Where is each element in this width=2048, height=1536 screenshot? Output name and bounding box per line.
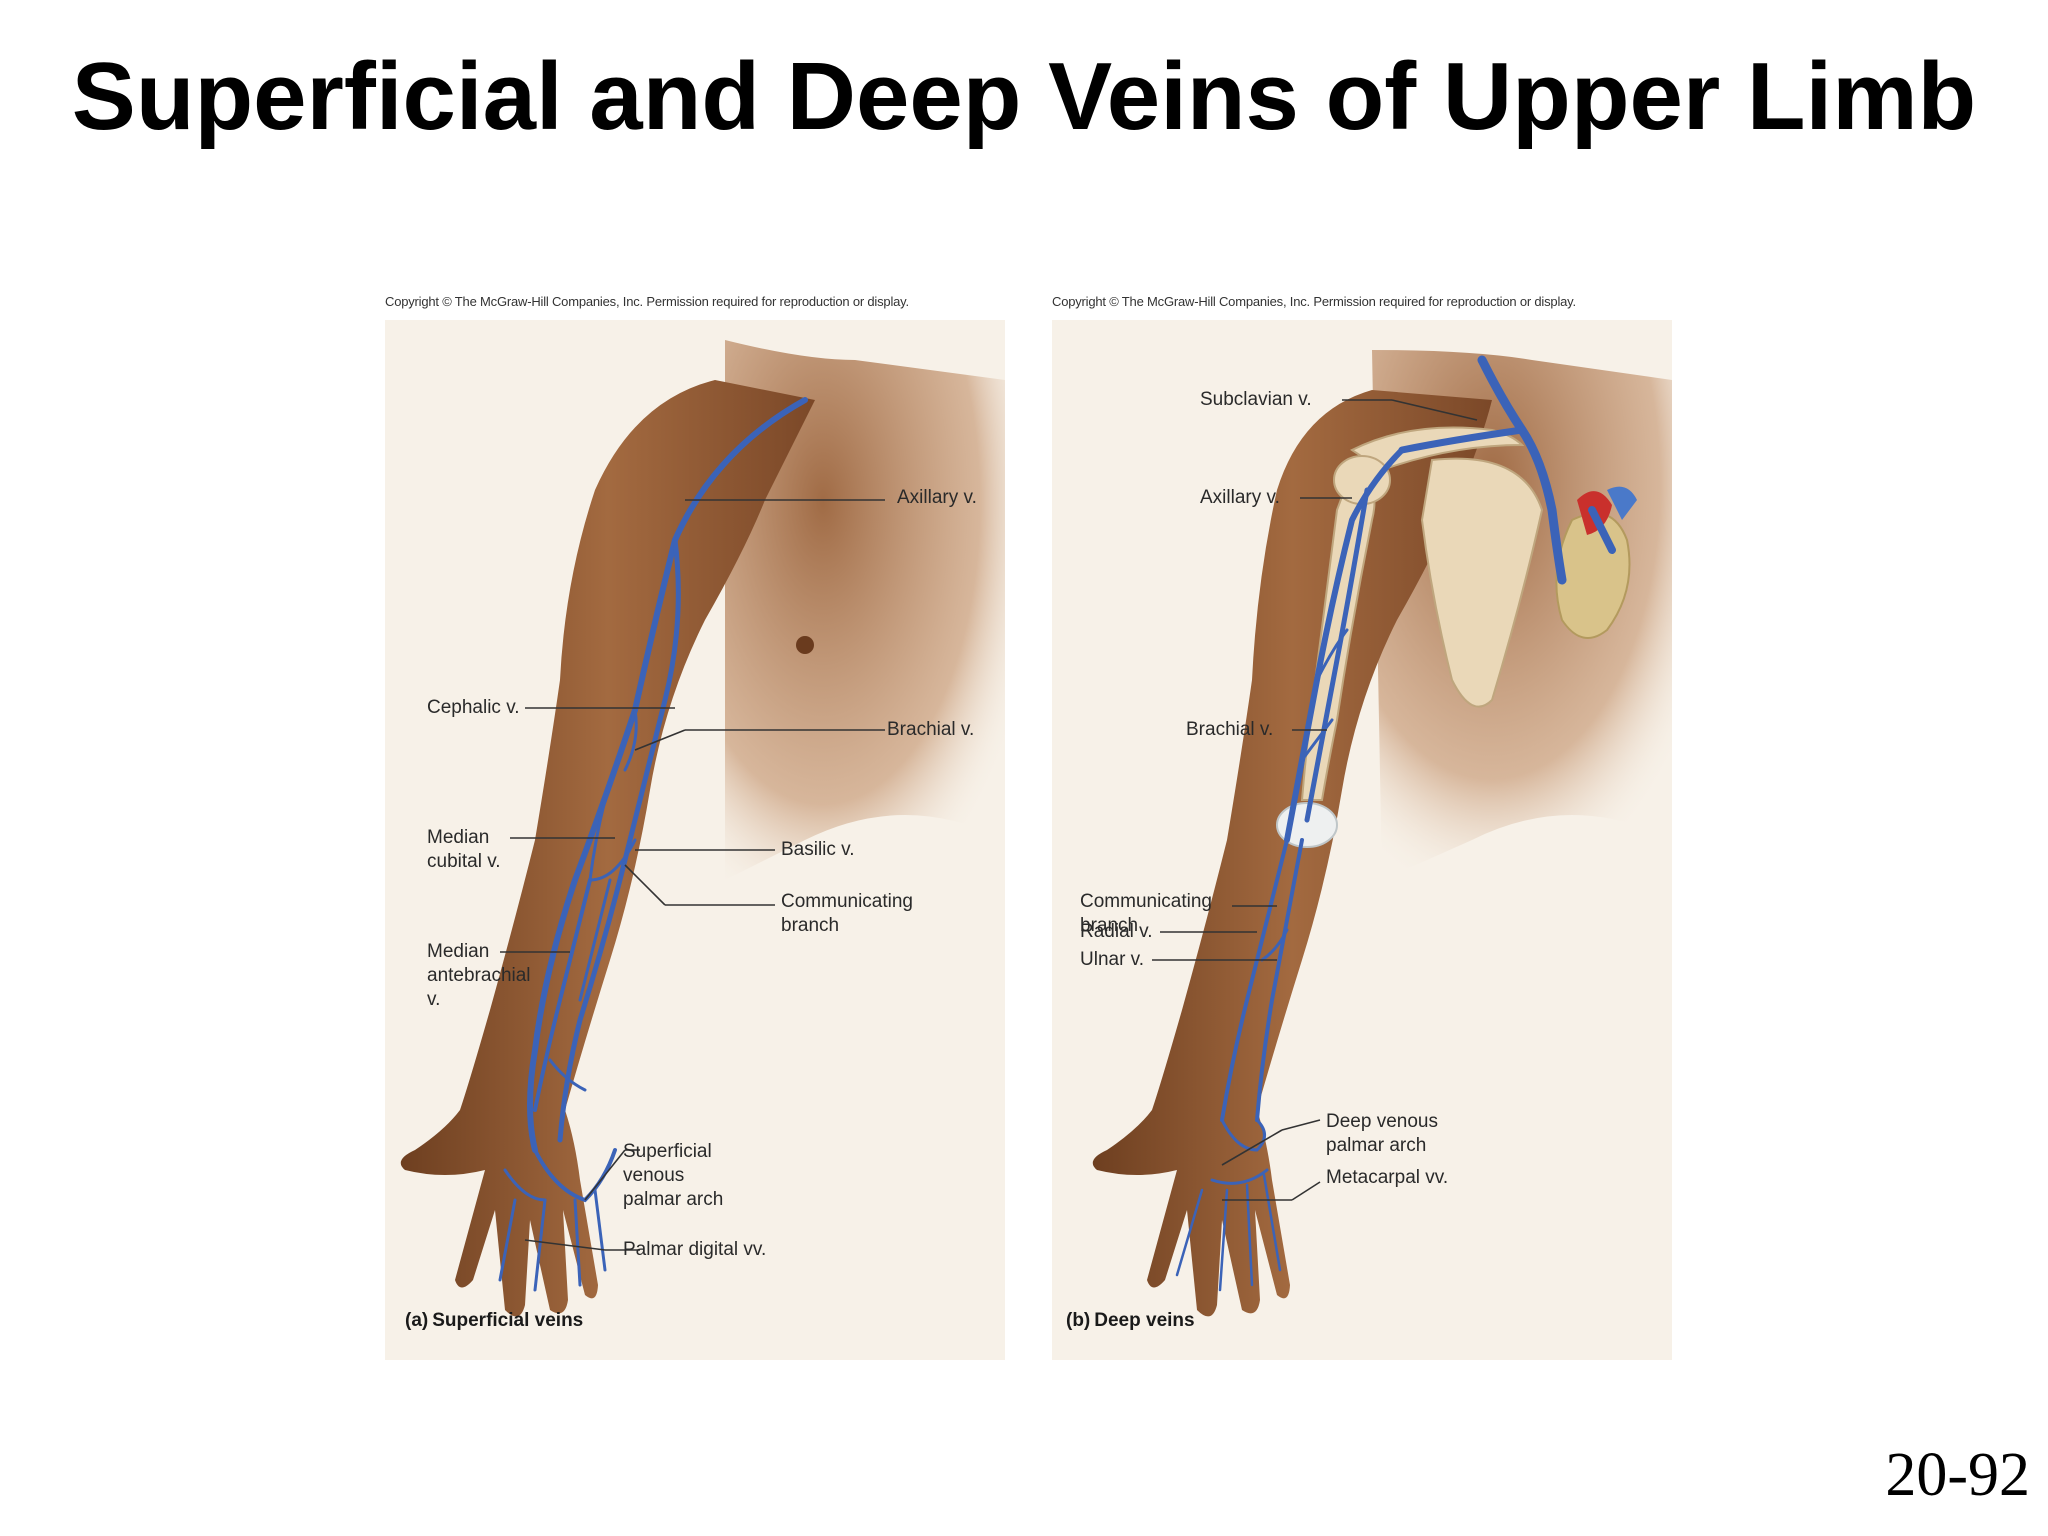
caption-text-a: Superficial veins (432, 1310, 584, 1331)
slide-title: Superficial and Deep Veins of Upper Limb (71, 43, 1977, 150)
label-axillary-v: Axillary v. (1200, 487, 1280, 508)
copyright-notice: Copyright © The McGraw-Hill Companies, I… (385, 294, 909, 309)
arm-shape (400, 380, 815, 1317)
caption-tag-a: (a) (405, 1310, 429, 1331)
figure-deep-veins: Subclavian v. Axillary v. Brachial v. Co… (1052, 320, 1672, 1360)
label-communicating-branch: Communicating branch (781, 891, 913, 936)
label-median-cubital-v: Median cubital v. (427, 827, 501, 872)
deep-arm-illustration (1092, 350, 1672, 1317)
label-radial-v: Radial v. (1080, 921, 1153, 942)
label-median-antebrachial-v: Median antebrachial v. (427, 941, 531, 1010)
caption-deep-veins: (b)Deep veins (1066, 1310, 1195, 1332)
label-superficial-venous-palmar-arch: Superficial venous palmar arch (623, 1141, 724, 1210)
deep-vein-network (1175, 355, 1616, 1292)
torso-shape (725, 340, 1005, 880)
leader-lines-b (1152, 399, 1478, 1201)
label-palmar-digital-vv: Palmar digital vv. (623, 1239, 767, 1260)
slide-page-number: 20-92 (1885, 1441, 2030, 1509)
arm-shape (1092, 390, 1492, 1317)
label-basilic-v: Basilic v. (781, 839, 855, 860)
leader-lines-a (500, 499, 885, 1251)
label-brachial-v: Brachial v. (887, 719, 975, 740)
label-cephalic-v: Cephalic v. (427, 697, 520, 718)
label-brachial-v: Brachial v. (1186, 719, 1274, 740)
scapula-bone (1420, 457, 1544, 708)
caption-tag-b: (b) (1066, 1310, 1091, 1331)
panel-superficial-veins: Copyright © The McGraw-Hill Companies, I… (385, 290, 1005, 1360)
label-communicating-branch: Communicating branch (1080, 891, 1212, 936)
label-axillary-v: Axillary v. (897, 487, 977, 508)
copyright-notice: Copyright © The McGraw-Hill Companies, I… (1052, 294, 1576, 309)
caption-superficial-veins: (a)Superficial veins (405, 1310, 583, 1332)
figure-superficial-veins: Axillary v. Cephalic v. Brachial v. Medi… (385, 320, 1005, 1360)
label-deep-venous-palmar-arch: Deep venous palmar arch (1326, 1111, 1438, 1156)
superficial-vein-network (498, 397, 808, 1292)
label-subclavian-v: Subclavian v. (1200, 389, 1312, 410)
caption-text-b: Deep veins (1094, 1310, 1195, 1331)
superficial-arm-illustration (400, 340, 1005, 1317)
label-ulnar-v: Ulnar v. (1080, 949, 1145, 970)
nipple-mark (796, 636, 814, 654)
panel-deep-veins: Copyright © The McGraw-Hill Companies, I… (1052, 290, 1672, 1360)
label-metacarpal-vv: Metacarpal vv. (1326, 1167, 1449, 1188)
